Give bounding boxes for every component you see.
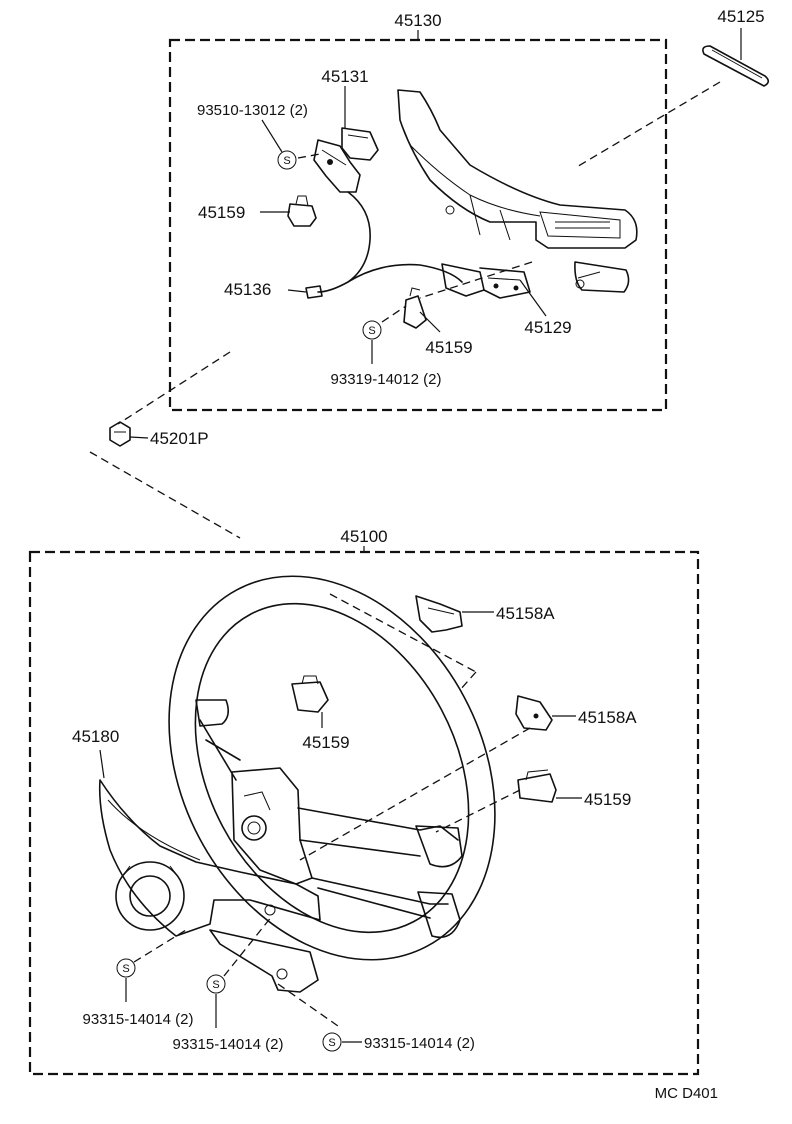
part-45158A-mid-label: 45158A (578, 708, 637, 727)
part-45136-label: 45136 (224, 280, 271, 299)
screw-93319-label: 93319-14012 (2) (331, 371, 442, 388)
horn-pad (397, 89, 638, 293)
group-45100-boundary (28, 550, 700, 1076)
steering-wheel (168, 575, 496, 961)
screw-93315-left-label: 93315-14014 (2) (83, 1011, 194, 1028)
screw-93319[interactable]: S 93319-14012 (2) (331, 305, 442, 388)
part-45159-right[interactable]: 45159 (517, 769, 631, 809)
part-45129[interactable]: 45129 (441, 263, 572, 337)
part-45159-center[interactable]: 45159 (291, 675, 350, 752)
screw-93510[interactable]: 93510-13012 (2) S (197, 102, 321, 170)
part-45129-label: 45129 (524, 318, 571, 337)
part-45158A-top[interactable]: 45158A (415, 595, 555, 633)
part-45159-upper-left[interactable]: 45159 (198, 195, 317, 227)
screw-93315-left-s-symbol (116, 958, 136, 978)
part-45125[interactable]: 45125 (702, 7, 770, 87)
part-45158A-top-label: 45158A (496, 604, 555, 623)
screw-93315-mid-s-symbol (206, 974, 226, 994)
screw-93510-label: 93510-13012 (2) (197, 102, 308, 119)
part-45131[interactable]: 45131 (321, 67, 379, 161)
svg-text:S: S (212, 979, 219, 991)
screw-93315-left[interactable]: S 93315-14014 (2) (83, 929, 194, 1028)
svg-text:S: S (328, 1037, 335, 1049)
part-45159-center-label: 45159 (302, 733, 349, 752)
diagram-code: MC D401 (655, 1085, 718, 1102)
screw-93315-right[interactable]: S 93315-14014 (2) (277, 983, 475, 1052)
part-45159-upper-center-label: 45159 (425, 338, 472, 357)
part-45131-label: 45131 (321, 67, 368, 86)
screw-93315-right-label: 93315-14014 (2) (364, 1035, 475, 1052)
part-45159-upper-left-label: 45159 (198, 203, 245, 222)
part-45125-label: 45125 (717, 7, 764, 26)
screw-93510-s-symbol (277, 150, 297, 170)
screw-93319-s-symbol (362, 320, 382, 340)
svg-text:S: S (122, 963, 129, 975)
group-45130-boundary (168, 38, 668, 412)
screw-93315-mid[interactable]: S 93315-14014 (2) (173, 915, 284, 1053)
part-45201P[interactable]: 45201P (109, 421, 209, 448)
group-45130: 45130 (168, 11, 668, 412)
part-45180[interactable]: 45180 (72, 727, 321, 993)
svg-text:S: S (283, 155, 290, 167)
group-45100-label: 45100 (340, 527, 387, 546)
part-45159-right-label: 45159 (584, 790, 631, 809)
part-45180-label: 45180 (72, 727, 119, 746)
part-45201P-label: 45201P (150, 429, 209, 448)
part-45158A-mid[interactable]: 45158A (515, 695, 637, 731)
group-45100: 45100 (28, 527, 700, 1076)
screw-93315-right-s-symbol (322, 1032, 342, 1052)
group-45130-label: 45130 (394, 11, 441, 30)
part-45136[interactable]: 45136 (224, 191, 463, 299)
svg-text:S: S (368, 325, 375, 337)
part-45159-upper-center[interactable]: 45159 (403, 287, 473, 357)
switch-bracket (313, 139, 361, 193)
screw-93315-mid-label: 93315-14014 (2) (173, 1036, 284, 1053)
